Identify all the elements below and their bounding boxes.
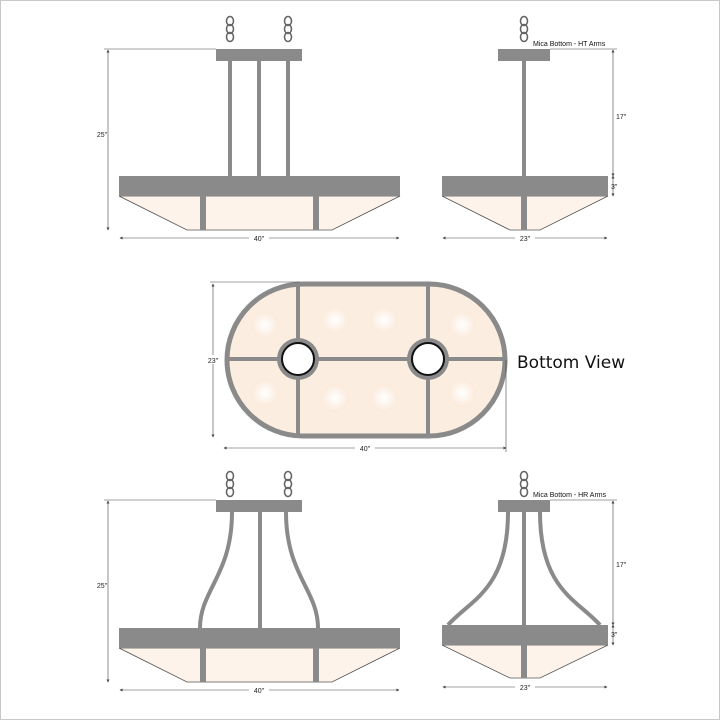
front-view-hr-arms: 25" 40"	[97, 470, 401, 695]
width-dimension: 23"	[520, 236, 531, 243]
bottom-view: 23" 40" Bottom View	[207, 281, 625, 453]
width-dimension: 23"	[520, 685, 531, 692]
height-dimension: 25"	[97, 132, 108, 139]
variant-label: Mica Bottom - HT Arms	[533, 41, 606, 48]
chain-icon	[519, 470, 529, 498]
light-glows	[251, 306, 476, 412]
width-dimension: 40"	[254, 236, 265, 243]
socket-icon	[407, 338, 449, 380]
side-view-hr-arms: Mica Bottom - HR Arms 17" 3" 23"	[441, 470, 627, 692]
chain-icon	[225, 15, 293, 43]
bottom-view-title: Bottom View	[517, 353, 625, 373]
band-dimension: 3"	[611, 184, 618, 191]
drop-dimension: 17"	[616, 562, 627, 569]
band	[119, 176, 400, 196]
chain-icon	[519, 15, 529, 43]
height-dimension: 23"	[208, 358, 219, 365]
chain-icon	[225, 470, 293, 498]
width-dimension: 40"	[360, 446, 371, 453]
socket-icon	[277, 338, 319, 380]
height-dimension: 25"	[97, 583, 108, 590]
canopy	[216, 49, 302, 61]
front-view-ht-arms: 25" 40"	[97, 15, 401, 243]
band-dimension: 3"	[611, 632, 618, 639]
drop-dimension: 17"	[616, 114, 627, 121]
width-dimension: 40"	[254, 688, 265, 695]
side-view-ht-arms: Mica Bottom - HT Arms 17" 3" 23"	[441, 15, 627, 243]
variant-label: Mica Bottom - HR Arms	[533, 492, 607, 499]
